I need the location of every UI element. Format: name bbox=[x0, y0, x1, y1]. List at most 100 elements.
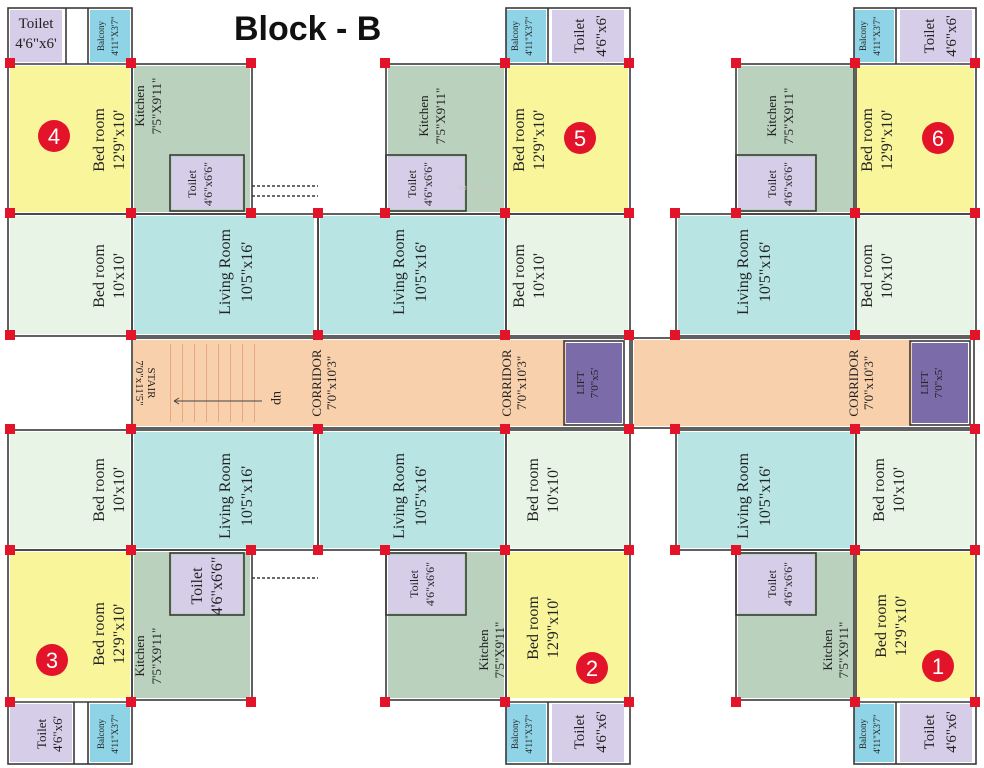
living-label: Living Room bbox=[735, 229, 752, 315]
flat-4 bbox=[10, 10, 314, 334]
columns bbox=[5, 58, 980, 707]
block-title: Block - B bbox=[234, 10, 381, 48]
kitchen-size: 7'5"X9'11" bbox=[149, 78, 164, 135]
balcony-label: Balcony bbox=[858, 21, 868, 51]
labels-flat-5: Balcony 4'11"X3'7" Toilet 4'6"x6' Bed ro… bbox=[391, 15, 610, 315]
core-labels: STAIR 7'0"x11'5" up CORRIDOR 7'0"x10'3" … bbox=[133, 349, 945, 417]
living-label: Living Room bbox=[391, 453, 408, 539]
corridor-west-label-2: CORRIDOR bbox=[499, 349, 514, 417]
balcony-label: Balcony bbox=[858, 719, 868, 749]
labels-flat-6: Balcony 4'11"X3'7" Toilet 4'6"x6' Bed ro… bbox=[735, 15, 960, 315]
bed-master-label: Bed room bbox=[873, 594, 890, 658]
living-size: 10'5"x16' bbox=[757, 242, 774, 302]
flat-6-number: 6 bbox=[932, 126, 944, 151]
corridor-east-label: CORRIDOR bbox=[846, 349, 861, 417]
bed2-size: 10'x10' bbox=[111, 253, 128, 299]
corridor-west bbox=[266, 340, 566, 426]
flat-6 bbox=[678, 10, 974, 334]
kitchen-size: 7'5"X9'11" bbox=[836, 622, 851, 679]
toilet-main-label: Toilet bbox=[572, 18, 588, 54]
living-size: 10'5"x16' bbox=[413, 466, 430, 526]
balcony-size: 4'11"X3'7" bbox=[524, 714, 534, 754]
living-size: 10'5"x16' bbox=[239, 242, 256, 302]
living-label: Living Room bbox=[391, 229, 408, 315]
kitchen-size: 7'5"X9'11" bbox=[433, 88, 448, 145]
bed2-label: Bed room bbox=[525, 458, 542, 522]
toilet-small-size: 4'6"x6'6" bbox=[209, 557, 226, 616]
stair-treads bbox=[170, 344, 266, 422]
flat-5-number: 5 bbox=[574, 126, 586, 151]
bed-master-size: 12'9"x10' bbox=[111, 110, 128, 170]
lift-west-label: LIFT bbox=[575, 371, 587, 395]
bed-master-size: 12'9"x10' bbox=[893, 596, 910, 656]
flat-3 bbox=[10, 432, 314, 762]
balcony-size: 4'11"X3'7" bbox=[110, 714, 120, 754]
labels-flat-2: Bed room 10'x10' Living Room 10'5"x16' T… bbox=[391, 453, 610, 754]
flat-6-badge bbox=[922, 122, 954, 154]
stair-label: STAIR bbox=[145, 368, 157, 400]
kitchen-size: 7'5"X9'11" bbox=[781, 88, 796, 145]
corridor-west-label-1: CORRIDOR bbox=[309, 349, 324, 417]
bed2-size: 10'x10' bbox=[531, 253, 548, 299]
flat-1-badge bbox=[922, 650, 954, 682]
core bbox=[133, 340, 968, 426]
toilet-main-size: 4'6"x6' bbox=[50, 716, 65, 752]
corridor-east bbox=[634, 340, 912, 426]
lift-east-label: LIFT bbox=[919, 371, 931, 395]
kitchen-label: Kitchen bbox=[820, 629, 835, 671]
bed2-label: Bed room bbox=[91, 244, 108, 308]
toilet-main-size: 4'6"x6' bbox=[594, 711, 610, 753]
bed2-size: 10'x10' bbox=[891, 467, 908, 513]
labels-flat-3: Bed room 10'x10' Living Room 10'5"x16' T… bbox=[34, 453, 256, 754]
toilet-small-label: Toilet bbox=[405, 169, 419, 197]
flat-4-number: 4 bbox=[48, 124, 60, 149]
bed2-label: Bed room bbox=[871, 458, 888, 522]
toilet-main-label: Toilet bbox=[922, 18, 938, 54]
kitchen-size: 7'5"X9'11" bbox=[492, 622, 507, 679]
bed-master-label: Bed room bbox=[511, 108, 528, 172]
balcony-label: Balcony bbox=[510, 21, 520, 51]
kitchen-label: Kitchen bbox=[416, 95, 431, 137]
kitchen-label: Kitchen bbox=[764, 95, 779, 137]
toilet-small-size: 4'6"x6'6" bbox=[781, 562, 795, 606]
toilet-small-label: Toilet bbox=[189, 567, 206, 605]
toilet-main-size: 4'6"x6' bbox=[15, 36, 57, 52]
corridor-west-size-1: 7'0"x10'3" bbox=[324, 356, 339, 410]
lift-east-size: 7'0"x5' bbox=[933, 368, 945, 398]
labels-flat-1: Bed room 10'x10' Living Room 10'5"x16' T… bbox=[735, 453, 960, 754]
bed-master-size: 12'9"x10' bbox=[879, 110, 896, 170]
walls bbox=[7, 7, 977, 765]
toilet-main-size: 4'6"x6' bbox=[944, 711, 960, 753]
toilet-small-size: 4'6"x6'6" bbox=[421, 162, 435, 206]
bed2-label: Bed room bbox=[91, 458, 108, 522]
lift-west-size: 7'0"x5' bbox=[589, 368, 601, 398]
corridor-west-size-2: 7'0"x10'3" bbox=[514, 356, 529, 410]
toilet-main-label: Toilet bbox=[19, 16, 55, 32]
stair-size: 7'0"x11'5" bbox=[133, 360, 145, 406]
kitchen-label: Kitchen bbox=[132, 635, 147, 677]
kitchen-label: Kitchen bbox=[476, 629, 491, 671]
bed2-size: 10'x10' bbox=[545, 467, 562, 513]
toilet-small-label: Toilet bbox=[765, 169, 779, 197]
bed2-label: Bed room bbox=[859, 244, 876, 308]
stair-up-label: up bbox=[270, 391, 285, 405]
toilet-main-label: Toilet bbox=[922, 714, 938, 750]
toilet-small-label: Toilet bbox=[185, 169, 199, 197]
toilet-small-size: 4'6"x6'6" bbox=[201, 162, 215, 206]
flat-5-badge bbox=[564, 122, 596, 154]
balcony-size: 4'11"X3'7" bbox=[524, 16, 534, 56]
bed-master-label: Bed room bbox=[91, 602, 108, 666]
toilet-main-label: Toilet bbox=[572, 714, 588, 750]
watermark: PROPTIGER bbox=[458, 186, 494, 192]
toilet-main-size: 4'6"x6' bbox=[944, 15, 960, 57]
flat-2 bbox=[320, 432, 628, 762]
balcony-size: 4'11"X3'7" bbox=[872, 714, 882, 754]
lift-east-area bbox=[912, 343, 968, 423]
living-size: 10'5"x16' bbox=[413, 242, 430, 302]
bed2-label: Bed room bbox=[511, 244, 528, 308]
balcony-label: Balcony bbox=[510, 719, 520, 749]
flat-2-badge bbox=[576, 652, 608, 684]
flat-1-number: 1 bbox=[932, 654, 944, 679]
toilet-small-size: 4'6"x6'6" bbox=[781, 162, 795, 206]
bed2-size: 10'x10' bbox=[879, 253, 896, 299]
